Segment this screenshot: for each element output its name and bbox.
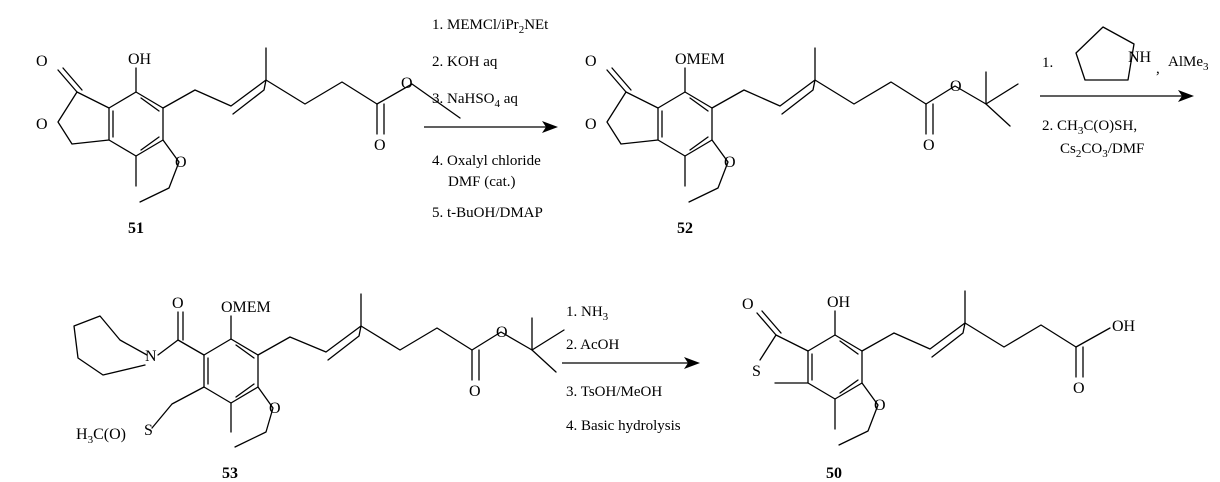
step-2-nh-label: NH <box>1128 49 1152 66</box>
compound-53-s-label: S <box>144 422 153 439</box>
step-2-line-2b: Cs2CO3/DMF <box>1060 141 1144 160</box>
step-3: 1. NH3 2. AcOH 3. TsOH/MeOH 4. Basic hyd… <box>562 304 700 434</box>
compound-52-ester-carbonyl-o-label: O <box>923 137 935 154</box>
compound-52-carbonyl-o-label: O <box>585 53 597 70</box>
step-1-line-4b: DMF (cat.) <box>448 174 516 190</box>
compound-50-acid-oh-label: OH <box>1112 318 1136 335</box>
compound-52-number: 52 <box>677 220 693 237</box>
compound-50: OH O S O O OH 50 <box>742 290 1136 482</box>
step-3-line-3: 3. TsOH/MeOH <box>566 384 662 400</box>
compound-50-oh-label: OH <box>827 294 851 311</box>
compound-51-number: 51 <box>128 220 144 237</box>
compound-53-bonds <box>73 293 565 448</box>
step-2-number-1: 1. <box>1042 55 1053 71</box>
step-1-line-5: 5. t-BuOH/DMAP <box>432 205 543 221</box>
step-1-arrowhead <box>542 121 558 133</box>
compound-53-thioacetyl-label: H3C(O) <box>76 426 126 446</box>
step-2-arrowhead <box>1178 90 1194 102</box>
compound-50-methoxy-o-label: O <box>874 397 886 414</box>
compound-53-ester-carbonyl-o-label: O <box>469 383 481 400</box>
compound-52-ester-o-label: O <box>950 78 962 95</box>
step-1-line-1: 1. MEMCl/iPr2NEt <box>432 17 549 36</box>
compound-52-omem-label: OMEM <box>675 51 725 68</box>
step-1: 1. MEMCl/iPr2NEt 2. KOH aq 3. NaHSO4 aq … <box>424 17 558 221</box>
compound-52-bonds <box>606 47 1019 203</box>
compound-50-carbonyl-o-label: O <box>742 296 754 313</box>
step-1-line-2: 2. KOH aq <box>432 54 498 70</box>
pyrrolidine-icon <box>1075 26 1135 81</box>
compound-50-acid-carbonyl-o-label: O <box>1073 380 1085 397</box>
step-1-line-3: 3. NaHSO4 aq <box>432 91 518 110</box>
compound-51-bonds <box>57 47 461 203</box>
compound-52-methoxy-o-label: O <box>724 154 736 171</box>
compound-53: OMEM O N O O O H3C(O) S 53 <box>73 293 565 482</box>
step-3-line-2: 2. AcOH <box>566 337 619 353</box>
compound-51-methoxy-o-label: O <box>175 154 187 171</box>
step-2-line-2a: 2. CH3C(O)SH, <box>1042 118 1137 137</box>
step-1-line-4a: 4. Oxalyl chloride <box>432 153 541 169</box>
compound-53-amide-n-label: N <box>145 348 157 365</box>
compound-51-ester-carbonyl-o-label: O <box>374 137 386 154</box>
compound-51-oh-label: OH <box>128 51 152 68</box>
step-2-reagent: AlMe3 <box>1168 54 1209 73</box>
compound-50-number: 50 <box>826 465 842 482</box>
compound-53-amide-o-label: O <box>172 295 184 312</box>
compound-53-methoxy-o-label: O <box>269 400 281 417</box>
step-3-line-4: 4. Basic hydrolysis <box>566 418 681 434</box>
compound-52: OMEM O O O O O 52 <box>585 47 1019 237</box>
compound-50-ring-s-label: S <box>752 363 761 380</box>
compound-50-bonds <box>756 290 1111 446</box>
compound-53-number: 53 <box>222 465 238 482</box>
compound-51-carbonyl-o-label: O <box>36 53 48 70</box>
compound-53-omem-label: OMEM <box>221 299 271 316</box>
step-3-arrowhead <box>684 357 700 369</box>
step-2: 1. NH , AlMe3 2. CH3C(O)SH, Cs2CO3/DMF <box>1040 26 1209 160</box>
compound-51-ring-o-label: O <box>36 116 48 133</box>
step-2-comma: , <box>1156 61 1160 77</box>
compound-51-ester-o-label: O <box>401 75 413 92</box>
compound-52-ring-o-label: O <box>585 116 597 133</box>
compound-51: OH O O O O O 51 <box>36 47 461 237</box>
step-3-line-1: 1. NH3 <box>566 304 609 323</box>
compound-53-ester-o-label: O <box>496 324 508 341</box>
